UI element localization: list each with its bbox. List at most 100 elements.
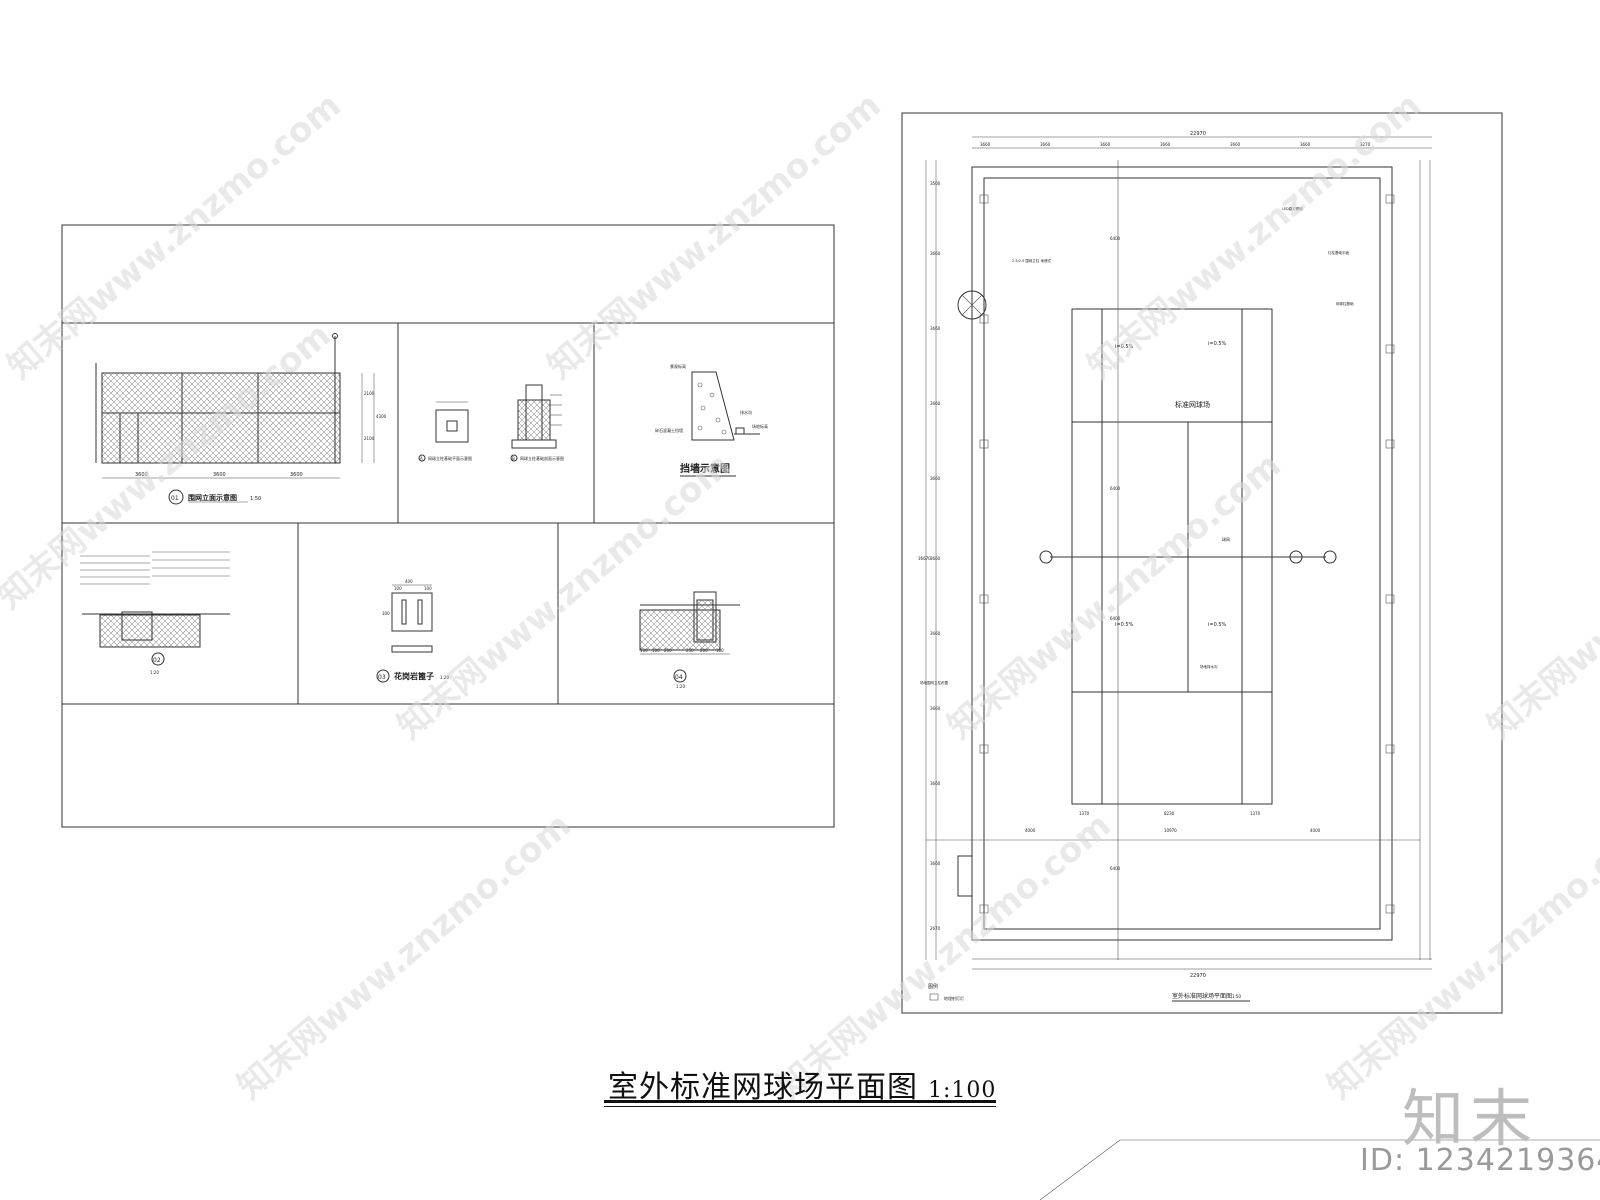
callout-6: 场地排水沟 [1200, 664, 1218, 669]
grate-dim-1: 400 [405, 579, 413, 584]
slope-label-3: i=0.5% [1115, 622, 1134, 628]
post-foundation-details: A 网球立柱基础平面示意图 B 网球立柱基础剖面示意图 [418, 384, 564, 462]
top-dim-4: 3660 [1160, 142, 1171, 147]
legend-title: 图例 [928, 983, 938, 990]
curb-section-detail: 100 100 200 250 200 100 04 1:20 [639, 591, 740, 689]
left-dim-3: 3660 [930, 326, 941, 331]
granite-grate-detail: 400 100 300 100 03 花岗岩篦子 1:20 [376, 579, 449, 683]
left-dim-11: 2670 [930, 926, 941, 931]
net-label: 球网 [1222, 536, 1230, 542]
watermark-8: 知末网www.znzmo.com [230, 805, 579, 1107]
fence-tag: 01 [171, 495, 179, 502]
inner-dim-4: 6400 [1110, 866, 1121, 871]
title-underline-thin [604, 1106, 996, 1107]
inner-dim-3: 6400 [1110, 616, 1121, 621]
main-title-text: 室外标准网球场平面图 [608, 1070, 918, 1105]
fence-elevation-title: 围网立面示意图 [188, 493, 237, 502]
left-dim-1: 3500 [930, 181, 941, 186]
left-dim-4: 3660 [930, 401, 941, 406]
drain-section-detail: 02 1:20 [80, 551, 230, 675]
post-detail-a-caption: 网球立柱基础平面示意图 [428, 455, 472, 461]
fence-dim-2: 3600 [213, 472, 226, 478]
right-plan-sheet [901, 112, 1503, 1014]
sheet-frame [1039, 1139, 1600, 1200]
slope-label-1: i=0.5% [1115, 344, 1134, 350]
retaining-wall-detail: 景观标高 排水沟 场地标高 碎石混凝土挡墙 挡墙示意图 [655, 363, 768, 477]
left-dim-9: 3660 [930, 781, 941, 786]
court-dim-1: 1370 [1079, 811, 1090, 816]
watermark-layer: 知末网www.znzmo.com 知末网www.znzmo.com 知末网www… [0, 85, 1600, 1107]
fence-side-dim-2: 2100 [364, 436, 375, 441]
title-underline [604, 1100, 996, 1103]
grate-title: 花岗岩篦子 [394, 671, 434, 681]
top-dim-3: 3660 [1100, 142, 1111, 147]
curb-dim-6: 100 [716, 648, 724, 653]
drain-scale: 1:20 [150, 670, 159, 675]
curb-scale: 1:20 [676, 684, 685, 689]
fence-side-dim-1: 2100 [364, 391, 375, 396]
brand-logo: 知末 [1402, 1082, 1539, 1155]
post-detail-b-caption: 网球立柱基础剖面示意图 [520, 455, 564, 461]
side-dim-right: 4000 [1310, 828, 1321, 833]
curb-dim-3: 200 [664, 648, 672, 653]
right-plan-labels: 标准网球场 i=0.5% i=0.5% i=0.5% i=0.5% 球网 229… [918, 131, 1371, 1002]
grate-dim-3: 300 [382, 611, 390, 616]
grate-dim-2: 100 [394, 586, 402, 591]
curb-dim-2: 100 [652, 648, 660, 653]
inner-dim-1: 6400 [1110, 236, 1121, 241]
drain-tag: 02 [153, 657, 161, 664]
top-dim-7: 3270 [1360, 142, 1371, 147]
fence-side-dim-3: 4300 [376, 414, 387, 419]
callout-2: LED路灯基础 [1282, 206, 1303, 211]
court-width-dim: 10970 [1164, 828, 1177, 833]
left-dim-7: 3660 [930, 631, 941, 636]
inner-dim-2: 6400 [1110, 486, 1121, 491]
left-dim-5: 3660 [930, 476, 941, 481]
wall-label-ground: 场地标高 [752, 423, 768, 429]
main-title-scale: 1:100 [928, 1078, 997, 1103]
curb-dim-1: 100 [640, 648, 648, 653]
callout-3: 灯柱基础平面 [1328, 250, 1349, 255]
watermark-5: 知末网www.znzmo.com [390, 445, 739, 747]
court-dim-2: 8230 [1164, 811, 1175, 816]
top-dim-5: 3660 [1230, 142, 1241, 147]
fence-elevation-scale: 1:50 [250, 496, 261, 502]
court-dim-3: 1370 [1250, 811, 1261, 816]
top-dim-2: 3660 [1040, 142, 1051, 147]
side-dim-left: 4000 [1025, 828, 1036, 833]
callout-5: 场地围网立柱布置 [920, 680, 948, 685]
total-width-dim: 22970 [1190, 131, 1206, 137]
plan-scale: 1:50 [1232, 994, 1241, 999]
fence-dim-1: 3600 [135, 472, 148, 478]
left-dim-6: 3660 [930, 556, 941, 561]
watermark-2: 知末网www.znzmo.com [540, 85, 889, 387]
slope-label-2: i=0.5% [1208, 341, 1227, 347]
watermark-10: 知末网www.znzmo.com [1320, 805, 1600, 1107]
slope-label-4: i=0.5% [1208, 622, 1227, 628]
watermark-7: 知末网www.znzmo.com [1480, 445, 1600, 747]
image-id-label: ID: 1234219364 [1360, 1143, 1600, 1178]
legend-item: 地埋射灯灯 [944, 995, 964, 1001]
curb-dim-4: 250 [686, 648, 694, 653]
post-detail-b-tag: B [512, 456, 515, 461]
left-detail-sheet [61, 224, 835, 828]
grate-scale: 1:20 [440, 675, 449, 680]
curb-dim-5: 200 [700, 648, 708, 653]
left-dim-10: 3660 [930, 861, 941, 866]
callout-1: 2.5/2.5 围网立柱 地埋式 [1012, 258, 1052, 263]
top-dim-1: 3660 [980, 142, 991, 147]
drawing-main-title: 室外标准网球场平面图 1:100 [608, 1062, 996, 1106]
left-dim-8: 3660 [930, 706, 941, 711]
curb-tag: 04 [675, 674, 683, 681]
fence-dim-3: 3600 [290, 472, 303, 478]
left-dim-2: 3660 [930, 251, 941, 256]
grate-dim-4: 100 [424, 586, 432, 591]
wall-label-top: 景观标高 [670, 363, 686, 369]
grate-tag: 03 [378, 674, 386, 681]
wall-label-drain: 排水沟 [740, 409, 752, 415]
callout-4: 网球柱基础 [1336, 301, 1354, 306]
court-label: 标准网球场 [1175, 400, 1210, 409]
plan-title: 室外标准网球场平面图 [1172, 992, 1232, 1000]
wall-label-material: 碎石混凝土挡墙 [655, 427, 683, 433]
